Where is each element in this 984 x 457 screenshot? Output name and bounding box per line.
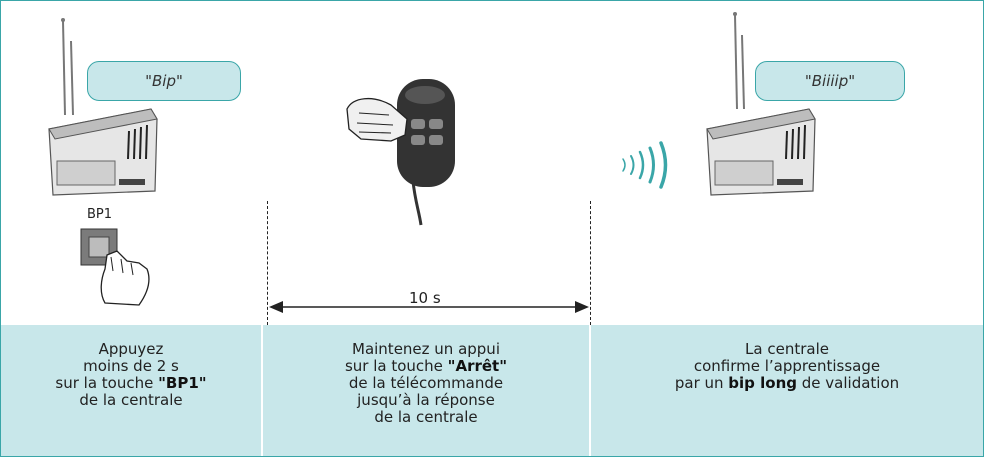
caption-2-line-2-prefix: sur la touche	[344, 357, 448, 375]
caption-2-arret-key: "Arrêt"	[447, 357, 508, 375]
caption-2-line-1: Maintenez un appui	[352, 340, 500, 358]
caption-3-line-1: La centrale	[745, 340, 829, 358]
base-station-left	[48, 18, 158, 196]
caption-3-line-3-suffix: de validation	[797, 374, 900, 392]
caption-1-bp1-key: "BP1"	[158, 374, 207, 392]
caption-1-line-3: sur la touche "BP1"	[1, 375, 261, 392]
caption-3-line-3: par un bip long de validation	[591, 375, 983, 392]
base-station-right	[706, 12, 816, 196]
bp1-button-label: BP1	[87, 207, 113, 222]
caption-1-line-4: de la centrale	[79, 391, 183, 409]
caption-2-line-5: de la centrale	[374, 408, 478, 426]
caption-1-line-3-prefix: sur la touche	[55, 374, 159, 392]
illustrations	[48, 12, 816, 313]
caption-1-line-2: moins de 2 s	[83, 357, 179, 375]
caption-2-line-3: de la télécommande	[348, 374, 504, 392]
speech-bubble-biiiip: "Biiiip"	[755, 61, 905, 101]
time-start-marker	[267, 201, 268, 325]
caption-panel-step-1: Appuyez moins de 2 s sur la touche "BP1"…	[1, 325, 261, 456]
duration-arrow	[269, 301, 589, 313]
caption-step-2: Maintenez un appui sur la touche "Arrêt"…	[263, 341, 589, 426]
caption-3-bip-long: bip long	[728, 374, 797, 392]
caption-panel-step-3: La centrale confirme l’apprentissage par…	[591, 325, 983, 456]
caption-1-line-1: Appuyez	[98, 340, 164, 358]
speech-bubble-bip: "Bip"	[87, 61, 241, 101]
caption-step-1: Appuyez moins de 2 s sur la touche "BP1"…	[1, 341, 261, 409]
caption-3-line-2: confirme l’apprentissage	[693, 357, 881, 375]
caption-step-3: La centrale confirme l’apprentissage par…	[591, 341, 983, 392]
duration-label: 10 s	[409, 289, 441, 307]
caption-panel-step-2: Maintenez un appui sur la touche "Arrêt"…	[263, 325, 589, 456]
time-end-marker	[590, 201, 591, 325]
remote-control-illustration	[346, 79, 455, 226]
radio-waves-icon	[622, 141, 668, 189]
bp1-button-illustration	[80, 228, 150, 306]
caption-2-line-2: sur la touche "Arrêt"	[263, 358, 589, 375]
caption-3-line-3-prefix: par un	[674, 374, 729, 392]
caption-2-line-4: jusqu’à la réponse	[357, 391, 495, 409]
